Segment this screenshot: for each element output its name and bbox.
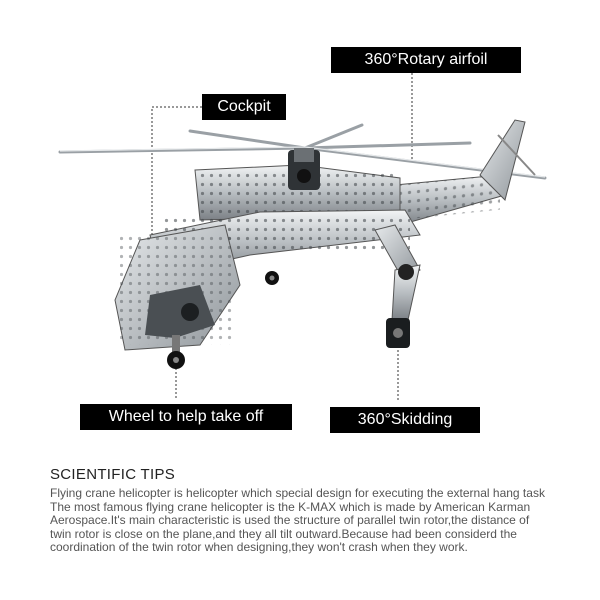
skidding-label: 360°Skidding (330, 407, 480, 433)
tips-line: coordination of the twin rotor when desi… (50, 540, 468, 554)
tips-line: Aerospace.It's main characteristic is us… (50, 513, 530, 527)
wheel-label: Wheel to help take off (80, 404, 292, 430)
helicopter-model-icon (58, 73, 547, 400)
rotary-airfoil-label: 360°Rotary airfoil (331, 47, 521, 73)
tips-line: The most famous flying crane helicopter … (50, 499, 531, 514)
cockpit-label: Cockpit (202, 94, 286, 120)
tips-title: SCIENTIFIC TIPS (50, 466, 176, 483)
tips-line: Flying crane helicopter is helicopter wh… (50, 486, 545, 500)
tips-line: twin rotor is close on the plane,and the… (50, 526, 517, 541)
tips-body: Flying crane helicopter is helicopter wh… (50, 486, 590, 555)
